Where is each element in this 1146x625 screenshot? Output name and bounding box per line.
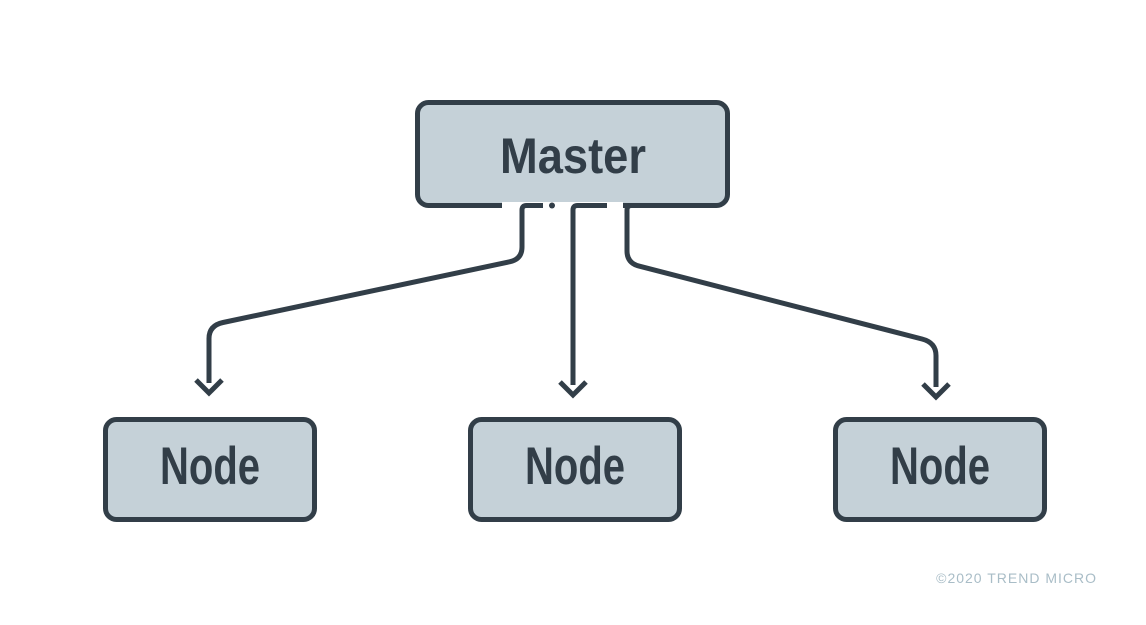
arrowhead-right-icon <box>921 382 951 401</box>
connector-center <box>570 203 607 385</box>
node-label-1: Node <box>160 437 260 496</box>
node-label-3: Node <box>890 437 990 496</box>
arrowhead-left-icon <box>194 378 224 397</box>
master-label: Master <box>500 128 646 184</box>
node-box-3 <box>833 417 1047 522</box>
arrowhead-center-icon <box>558 380 588 399</box>
node-label-2: Node <box>525 437 625 496</box>
node-box-2 <box>468 417 682 522</box>
node-box-1 <box>103 417 317 522</box>
connector-right <box>624 203 939 387</box>
copyright-text: ©2020 TREND MICRO <box>936 570 1097 586</box>
border-dot <box>549 202 555 209</box>
connector-left <box>206 203 543 383</box>
border-gap-mask <box>502 202 623 212</box>
